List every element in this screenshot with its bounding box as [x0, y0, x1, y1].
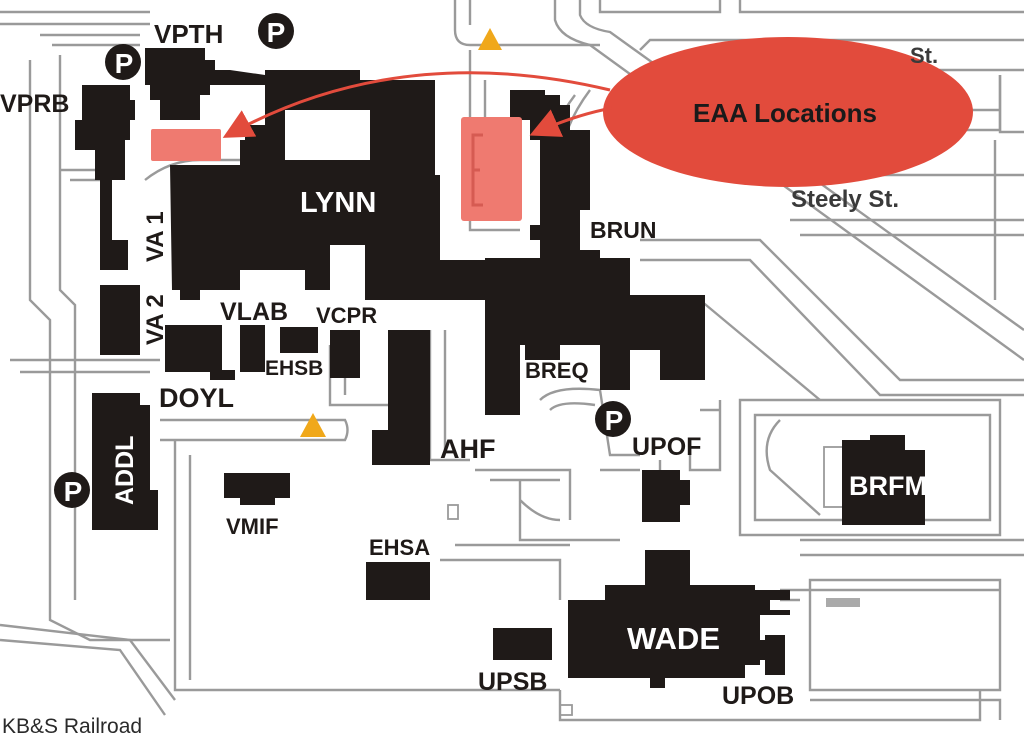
svg-text:P: P	[267, 17, 286, 48]
label-vlab: VLAB	[220, 298, 288, 326]
svg-text:P: P	[605, 405, 624, 436]
label-lynn: LYNN	[300, 187, 376, 219]
label-upof: UPOF	[632, 433, 701, 461]
label-vpth: VPTH	[154, 19, 223, 49]
building-vlab[interactable]	[240, 325, 265, 372]
street-label-st: St.	[910, 43, 938, 68]
callout-ellipse	[603, 37, 973, 187]
parking-icon-vpth: P	[258, 13, 294, 49]
building-brfm[interactable]	[842, 435, 925, 525]
building-ehsa[interactable]	[366, 562, 430, 600]
building-breq[interactable]	[485, 258, 705, 415]
label-vmif: VMIF	[226, 514, 279, 539]
label-vprb: VPRB	[0, 90, 69, 118]
building-upof[interactable]	[642, 470, 690, 522]
triangle-marker-north	[478, 28, 502, 50]
label-addl: ADDL	[111, 436, 139, 505]
parking-icon-vprb: P	[105, 44, 141, 80]
building-va1-va2[interactable]	[100, 285, 140, 355]
building-vprb[interactable]	[75, 85, 135, 270]
arrow-to-east-location	[529, 106, 613, 137]
callout-label: EAA Locations	[693, 98, 877, 128]
building-brun[interactable]	[510, 90, 600, 270]
label-ahf: AHF	[440, 434, 496, 464]
building-doyl[interactable]	[165, 325, 235, 380]
label-va1: VA 1	[142, 211, 169, 262]
building-lynn[interactable]	[170, 70, 485, 300]
building-wade[interactable]	[568, 550, 790, 688]
parking-icon-addl: P	[54, 472, 90, 508]
eaa-location-marker-west[interactable]	[151, 129, 221, 161]
svg-text:P: P	[115, 48, 134, 79]
label-upob: UPOB	[722, 682, 794, 710]
building-vpth[interactable]	[145, 48, 265, 120]
label-upsb: UPSB	[478, 668, 547, 696]
building-ehsb[interactable]	[280, 327, 318, 353]
railroad-label: KB&S Railroad	[2, 715, 142, 738]
label-ehsa: EHSA	[369, 535, 430, 560]
building-addl[interactable]	[92, 393, 158, 530]
label-ehsb: EHSB	[265, 357, 323, 380]
eaa-markers	[151, 117, 522, 221]
eaa-callout: EAA Locations	[603, 37, 973, 187]
building-ahf[interactable]	[372, 330, 430, 465]
label-vcpr: VCPR	[316, 303, 377, 328]
building-upob[interactable]	[765, 635, 785, 675]
eaa-location-marker-east[interactable]	[461, 117, 522, 221]
building-vmif[interactable]	[224, 473, 290, 505]
street-label-steely: Steely St.	[791, 186, 899, 213]
arrow-to-west-location	[222, 71, 611, 138]
svg-text:P: P	[64, 476, 83, 507]
label-brun: BRUN	[590, 217, 656, 243]
label-va2: VA 2	[142, 294, 169, 345]
label-brfm: BRFM	[849, 471, 927, 501]
parking-icon-upof: P	[595, 401, 631, 437]
label-wade: WADE	[627, 621, 720, 656]
building-upsb[interactable]	[493, 628, 552, 660]
building-vcpr[interactable]	[330, 330, 360, 378]
triangle-marker-south	[300, 413, 326, 437]
label-breq: BREQ	[525, 358, 589, 383]
label-doyl: DOYL	[159, 383, 234, 413]
